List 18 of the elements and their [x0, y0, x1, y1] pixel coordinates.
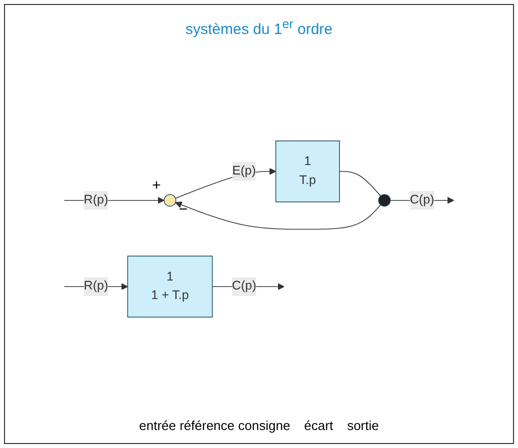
node-circle: [164, 194, 176, 207]
sign-text: +: [152, 178, 161, 194]
note-text: sortie: [347, 418, 379, 433]
edge-label: C(p): [232, 280, 256, 293]
diagram-title: systèmes du 1$^{er}$ ordre: [185, 17, 333, 38]
arrow: [175, 168, 276, 199]
edge-label: R(p): [84, 280, 108, 293]
sign-text: −: [178, 202, 188, 218]
node-box: 1 T.p: [275, 140, 340, 202]
arrow: [175, 202, 381, 230]
edge-label: E(p): [232, 164, 256, 178]
edge-label: C(p): [410, 193, 434, 207]
edge-label: R(p): [84, 193, 108, 207]
note-text: écart: [304, 418, 334, 433]
connector: [339, 171, 381, 196]
node-circle: [378, 194, 391, 207]
note-text: entrée référence consigne: [139, 418, 290, 433]
node-box: 1 1 + T.p: [127, 256, 213, 318]
